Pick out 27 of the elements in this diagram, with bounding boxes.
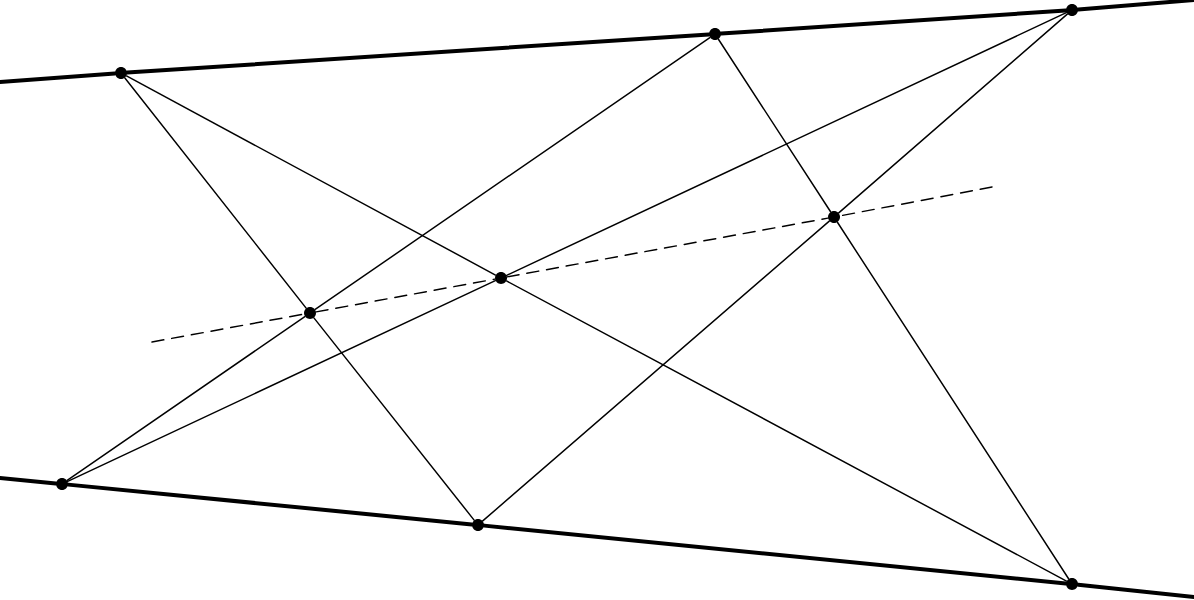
- line: [838, 13, 1069, 214]
- point: [472, 519, 484, 531]
- line: [313, 317, 475, 521]
- line: [66, 279, 497, 483]
- point: [56, 478, 68, 490]
- point: [828, 211, 840, 223]
- line: [125, 32, 711, 75]
- line: [836, 221, 1070, 580]
- line: [505, 280, 1068, 582]
- point: [115, 67, 127, 79]
- line: [482, 523, 1068, 586]
- line: [124, 77, 307, 309]
- line: [482, 220, 830, 522]
- line: [314, 36, 711, 311]
- point: [1066, 578, 1078, 590]
- line: [66, 482, 474, 527]
- line: [505, 11, 1068, 277]
- point: [304, 307, 316, 319]
- line: [125, 75, 497, 276]
- line: [717, 38, 832, 213]
- point: [1066, 4, 1078, 16]
- point: [709, 28, 721, 40]
- point: [495, 272, 507, 284]
- line: [506, 217, 829, 278]
- line: [719, 8, 1068, 36]
- line: [66, 315, 306, 482]
- line: [315, 278, 496, 313]
